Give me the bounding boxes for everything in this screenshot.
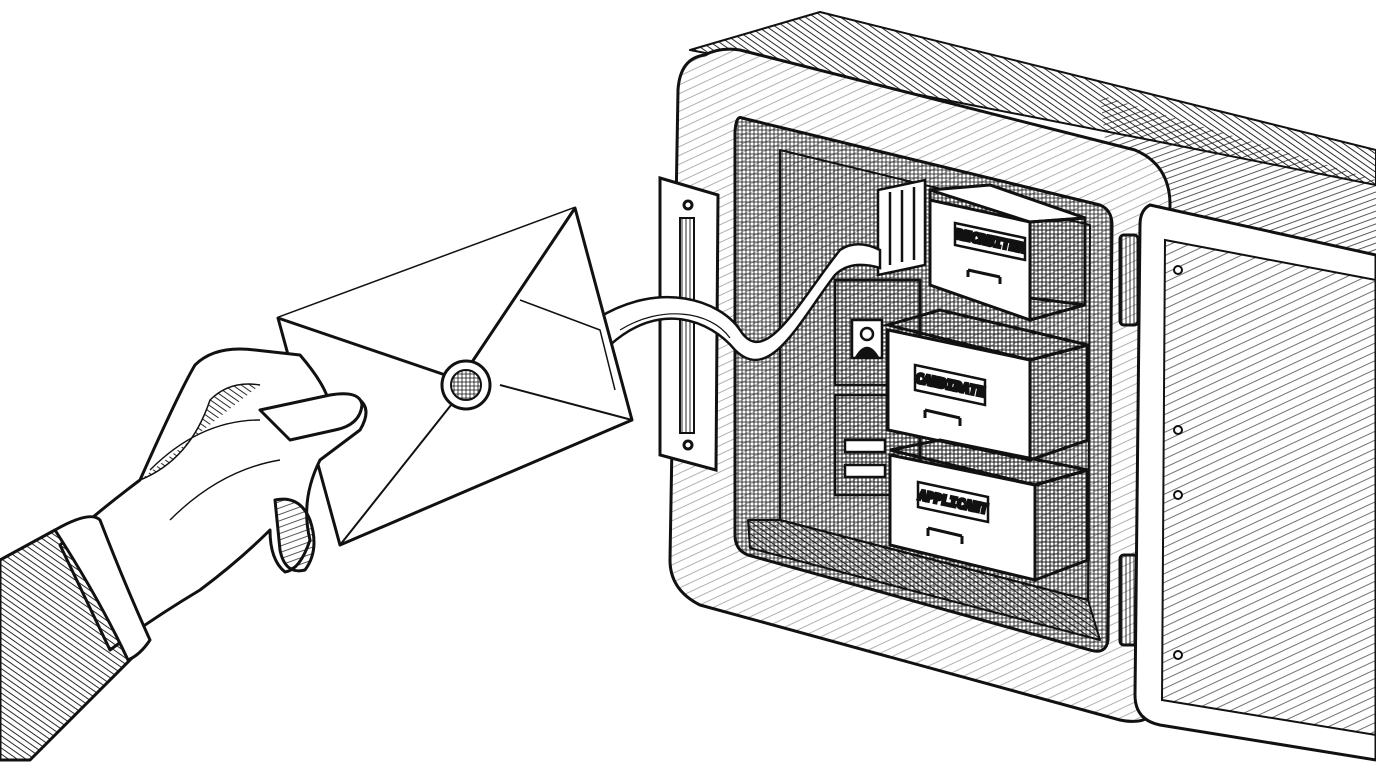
wax-seal-icon: [440, 359, 492, 411]
drawer-candidate-label-plate: [913, 363, 987, 407]
drawer-applicant-handle: [926, 526, 964, 544]
drawer-recruiter-handle: [966, 268, 1002, 284]
envelope: [276, 206, 634, 547]
safe-floor: [747, 519, 1101, 641]
drawer-applicant: APPLICANT: [888, 438, 1090, 583]
safe-door: [1118, 203, 1376, 762]
safe-top-edge: [689, 11, 1376, 186]
ribbon: [596, 243, 882, 362]
drawer-candidate-handle: [923, 408, 962, 426]
door-rivets: [1173, 265, 1183, 660]
thumb: [258, 392, 364, 442]
left-hinge-bracket: [658, 175, 720, 472]
drawer-applicant-label-plate: [916, 480, 990, 524]
person-icon: [859, 326, 875, 342]
drawer-recruiter-label-plate: [953, 221, 1027, 262]
card-rack: [876, 178, 927, 277]
hand: [58, 347, 368, 652]
shirt-cuff: [53, 515, 152, 662]
drawer-recruiter: RECRUITER: [928, 183, 1087, 323]
sleeve: [0, 515, 152, 762]
drawer-candidate: CANDIDATE: [882, 308, 1090, 463]
